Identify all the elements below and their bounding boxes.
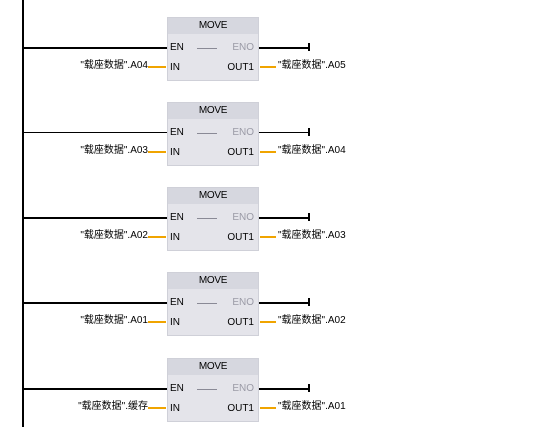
ladder-rung[interactable]: MOVE EN ENO IN OUT1 "载座数据".A01 "载座数据".A0… — [0, 272, 553, 358]
rung-wire — [23, 47, 167, 49]
rung-wire — [23, 132, 167, 133]
input-operand-wire — [148, 66, 166, 68]
en-eno-connector — [197, 389, 217, 390]
output-operand[interactable]: "载座数据".A05 — [278, 60, 346, 71]
out1-pin: OUT1 — [227, 147, 254, 158]
en-pin: EN — [170, 42, 184, 53]
rung-wire — [23, 302, 167, 304]
input-operand[interactable]: "载座数据".A01 — [80, 315, 148, 326]
eno-pin: ENO — [232, 127, 254, 138]
move-block[interactable]: MOVE EN ENO IN OUT1 — [167, 17, 259, 81]
rung-wire — [23, 388, 167, 390]
output-operand[interactable]: "载座数据".A03 — [278, 230, 346, 241]
input-operand-wire — [148, 321, 166, 323]
eno-wire-end — [308, 128, 310, 136]
input-operand[interactable]: "载座数据".A02 — [80, 230, 148, 241]
in-pin: IN — [170, 317, 180, 328]
en-eno-connector — [197, 48, 217, 49]
eno-wire — [259, 47, 310, 49]
in-pin: IN — [170, 62, 180, 73]
input-operand[interactable]: "载座数据".A03 — [80, 145, 148, 156]
move-block[interactable]: MOVE EN ENO IN OUT1 — [167, 358, 259, 422]
output-operand[interactable]: "载座数据".A01 — [278, 401, 346, 412]
move-block[interactable]: MOVE EN ENO IN OUT1 — [167, 187, 259, 251]
eno-wire — [259, 388, 310, 390]
output-operand-wire — [260, 407, 276, 409]
block-title: MOVE — [168, 188, 258, 204]
eno-wire — [259, 132, 310, 133]
ladder-network: MOVE EN ENO IN OUT1 "载座数据".A04 "载座数据".A0… — [0, 0, 553, 427]
out1-pin: OUT1 — [227, 317, 254, 328]
input-operand[interactable]: "载座数据".A04 — [80, 60, 148, 71]
en-pin: EN — [170, 212, 184, 223]
eno-wire-end — [308, 213, 310, 221]
en-pin: EN — [170, 127, 184, 138]
eno-wire — [259, 217, 310, 219]
out1-pin: OUT1 — [227, 232, 254, 243]
rung-wire — [23, 217, 167, 219]
move-block[interactable]: MOVE EN ENO IN OUT1 — [167, 102, 259, 166]
block-title: MOVE — [168, 273, 258, 289]
block-title: MOVE — [168, 359, 258, 375]
input-operand-wire — [148, 407, 166, 409]
input-operand-wire — [148, 236, 166, 238]
ladder-rung[interactable]: MOVE EN ENO IN OUT1 "载座数据".A02 "载座数据".A0… — [0, 187, 553, 273]
input-operand[interactable]: "载座数据".缓存 — [78, 401, 148, 412]
eno-wire — [259, 302, 310, 304]
in-pin: IN — [170, 403, 180, 414]
in-pin: IN — [170, 232, 180, 243]
out1-pin: OUT1 — [227, 403, 254, 414]
input-operand-wire — [148, 151, 166, 153]
in-pin: IN — [170, 147, 180, 158]
en-eno-connector — [197, 303, 217, 304]
eno-pin: ENO — [232, 212, 254, 223]
en-eno-connector — [197, 133, 217, 134]
move-block[interactable]: MOVE EN ENO IN OUT1 — [167, 272, 259, 336]
out1-pin: OUT1 — [227, 62, 254, 73]
block-title: MOVE — [168, 18, 258, 34]
ladder-rung[interactable]: MOVE EN ENO IN OUT1 "载座数据".A03 "载座数据".A0… — [0, 102, 553, 188]
ladder-rung[interactable]: MOVE EN ENO IN OUT1 "载座数据".A04 "载座数据".A0… — [0, 17, 553, 103]
output-operand-wire — [260, 236, 276, 238]
en-pin: EN — [170, 297, 184, 308]
en-eno-connector — [197, 218, 217, 219]
eno-wire-end — [308, 384, 310, 392]
output-operand-wire — [260, 321, 276, 323]
eno-pin: ENO — [232, 42, 254, 53]
en-pin: EN — [170, 383, 184, 394]
block-title: MOVE — [168, 103, 258, 119]
power-rail — [22, 0, 24, 427]
eno-pin: ENO — [232, 383, 254, 394]
output-operand[interactable]: "载座数据".A04 — [278, 145, 346, 156]
output-operand-wire — [260, 66, 276, 68]
eno-wire-end — [308, 43, 310, 51]
output-operand[interactable]: "载座数据".A02 — [278, 315, 346, 326]
ladder-rung[interactable]: MOVE EN ENO IN OUT1 "载座数据".缓存 "载座数据".A01 — [0, 358, 553, 444]
eno-wire-end — [308, 298, 310, 306]
output-operand-wire — [260, 151, 276, 153]
eno-pin: ENO — [232, 297, 254, 308]
